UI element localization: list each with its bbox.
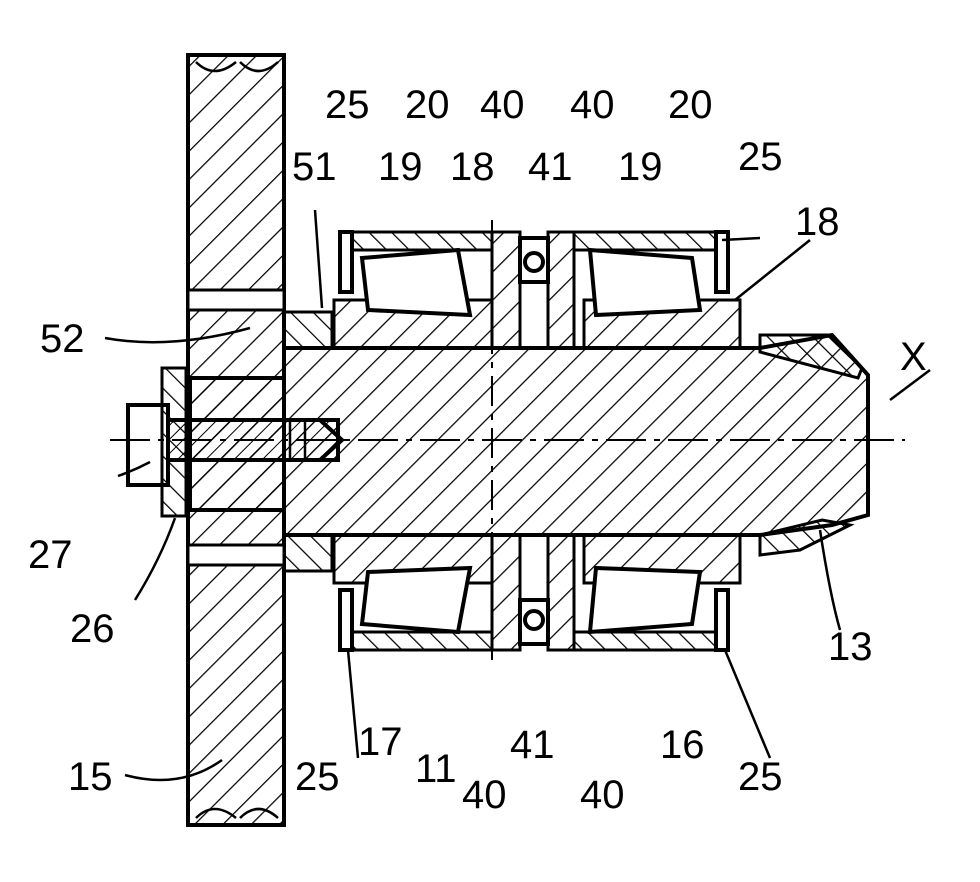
label-11: 11 [415,747,457,791]
washer [162,368,186,516]
label-26: 26 [70,607,115,651]
label-40-top-2: 40 [570,83,615,127]
label-15: 15 [68,755,113,799]
label-25-bottom-left: 25 [295,755,340,799]
label-41-bottom: 41 [510,723,555,767]
label-16: 16 [660,723,705,767]
label-20-top-left: 20 [405,83,450,127]
label-27: 27 [28,533,73,577]
label-17: 17 [358,720,403,764]
label-18-top-left: 18 [450,145,495,189]
label-40-bottom-1: 40 [462,773,507,817]
label-40-top-1: 40 [480,83,525,127]
label-18-right: 18 [795,200,840,244]
label-13: 13 [828,625,873,669]
label-20-top-right: 20 [668,83,713,127]
label-40-bottom-2: 40 [580,773,625,817]
label-19-top-right: 19 [618,145,663,189]
lower-bearing [334,535,740,650]
upper-bearing [334,232,740,348]
label-19-top-left: 19 [378,145,423,189]
label-52: 52 [40,317,85,361]
axis-label-x: X [900,335,927,379]
label-51: 51 [292,145,337,189]
label-25-bottom-right: 25 [738,755,783,799]
label-25-top-left: 25 [325,83,370,127]
label-25-top-right: 25 [738,135,783,179]
label-41-top: 41 [528,145,573,189]
